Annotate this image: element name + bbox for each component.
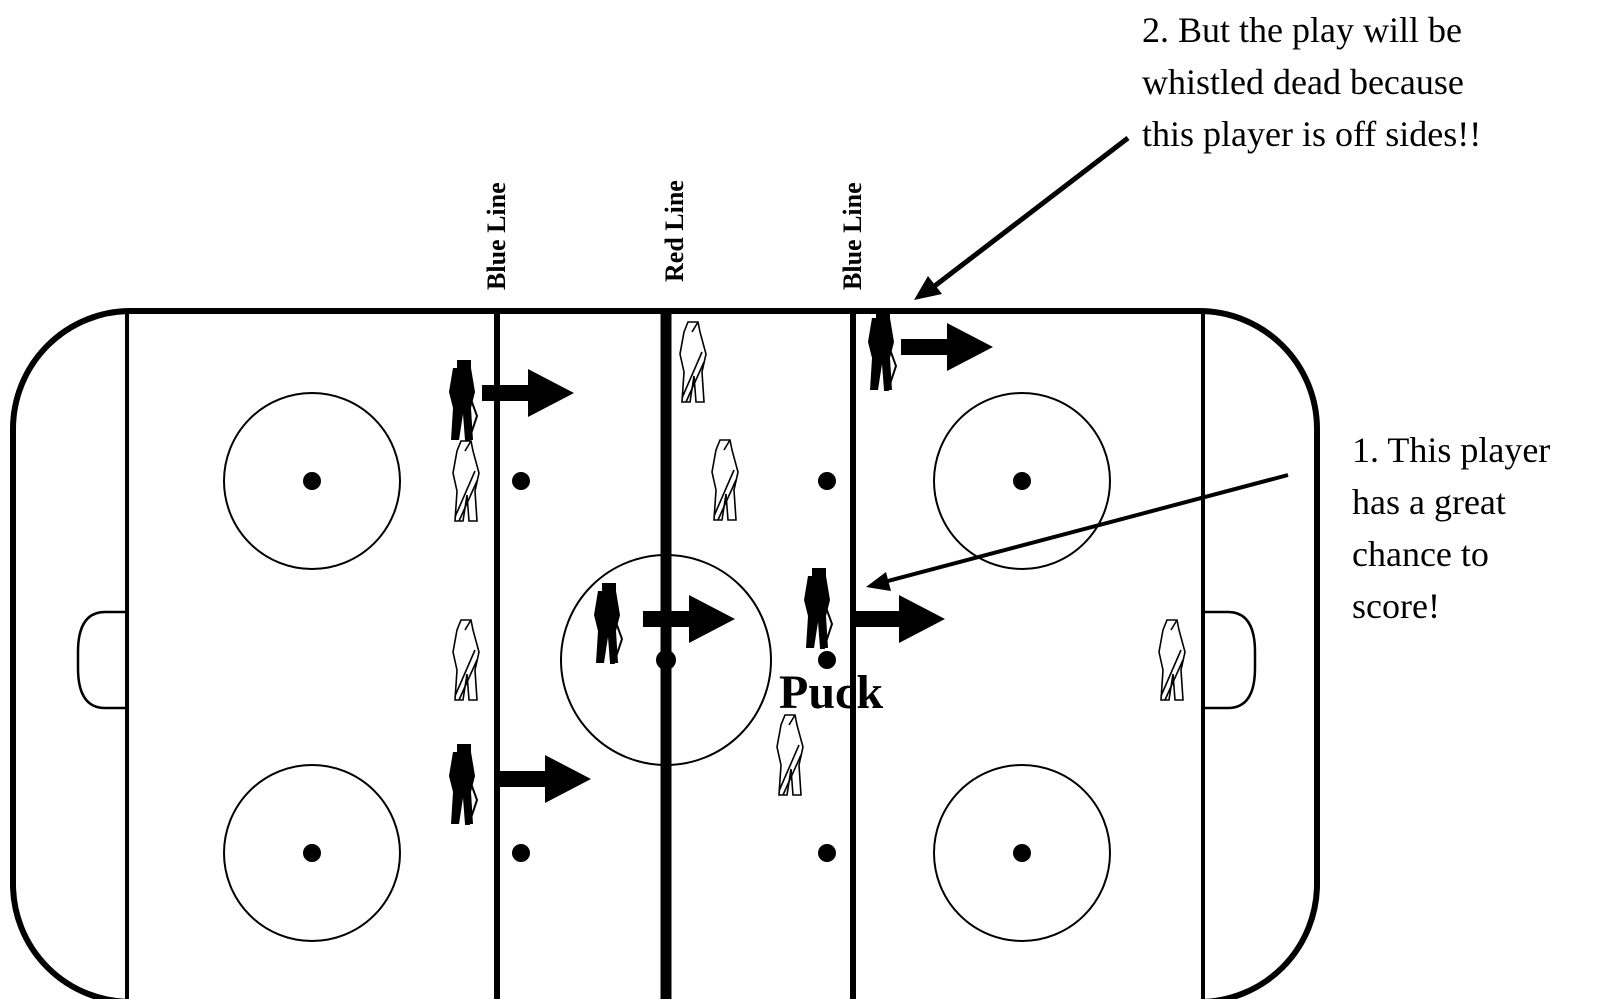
outline-player-icon (776, 714, 804, 796)
right-arrow-icon (499, 755, 591, 803)
puck-label: Puck (779, 666, 883, 719)
dark-player-icon (803, 567, 833, 649)
faceoff-dot (1013, 472, 1031, 490)
faceoff-dot (818, 844, 836, 862)
faceoff-dot (1013, 844, 1031, 862)
faceoff-dot (818, 651, 836, 669)
outline-player-icon (711, 439, 739, 521)
dark-player-icon (867, 309, 897, 391)
outline-player-icon (679, 321, 707, 403)
offsides-annotation: 2. But the play will be whistled dead be… (1142, 10, 1482, 154)
faceoff-dot (512, 472, 530, 490)
pointer-arrow-scorer (866, 473, 1289, 591)
center-circle (560, 554, 772, 766)
scorer-annotation: 1. This player has a great chance to sco… (1352, 430, 1551, 626)
faceoff-circle-bottom-right (933, 764, 1111, 942)
right-arrow-icon (853, 595, 945, 643)
faceoff-circle-bottom-left (223, 764, 401, 942)
faceoff-dot (303, 472, 321, 490)
dark-player-icon (448, 743, 478, 825)
red-line-label: Red Line (660, 180, 689, 282)
faceoff-circle-top-right (933, 392, 1111, 570)
right-arrow-icon (901, 323, 993, 371)
dark-player-icon (448, 359, 478, 441)
goal-crease-right (1203, 610, 1257, 710)
outline-player-icon (452, 619, 480, 701)
faceoff-dot (512, 844, 530, 862)
faceoff-dot (818, 472, 836, 490)
faceoff-dot (303, 844, 321, 862)
pointer-arrow-offsides (914, 136, 1130, 300)
blue-line-left-label: Blue Line (482, 182, 511, 290)
outline-player-icon (452, 440, 480, 522)
faceoff-circle-top-left (223, 392, 401, 570)
blue-line-right-label: Blue Line (838, 182, 867, 290)
outline-player-icon (1158, 619, 1186, 701)
right-arrow-icon (643, 595, 735, 643)
center-faceoff-dot (656, 650, 676, 670)
dark-player-icon (593, 582, 623, 664)
goal-crease-left (76, 610, 127, 710)
